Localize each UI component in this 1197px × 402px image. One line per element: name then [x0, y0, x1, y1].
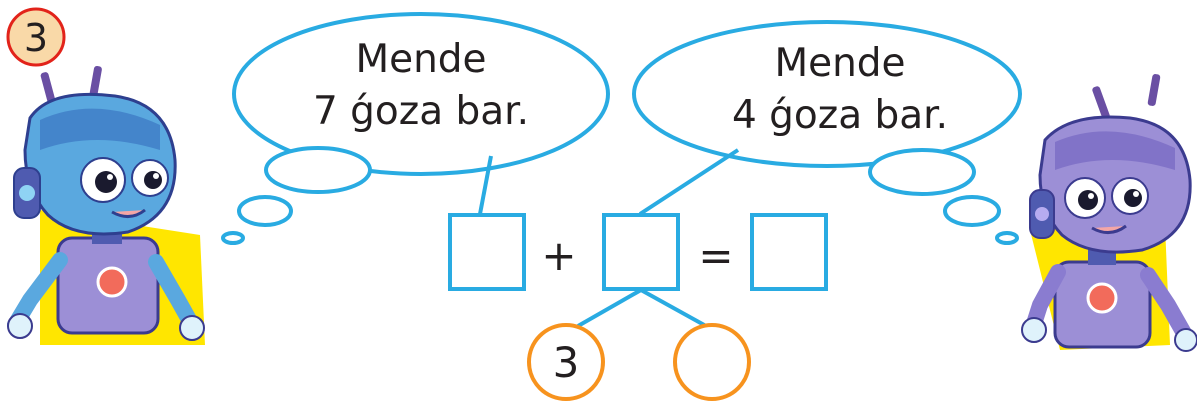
split-circle-left-value: 3 [553, 338, 580, 387]
bubble-left-line1: Mende [355, 37, 486, 82]
split-line-right [640, 288, 707, 328]
connector-right [638, 148, 740, 216]
answer-box-second-addend[interactable] [602, 213, 680, 291]
exercise-number: 3 [24, 16, 48, 60]
bubble-right-line1: Mende [774, 41, 905, 86]
robot-right-illustration [1021, 74, 1197, 352]
thought-bubble-left: Mende 7 ǵoza bar. [221, 12, 610, 245]
connector-left [478, 155, 493, 215]
plus-sign: + [541, 231, 576, 280]
answer-box-first-addend[interactable] [448, 213, 526, 291]
bubble-right-line2: 4 ǵoza bar. [732, 93, 948, 138]
split-line-left [577, 288, 642, 328]
split-circle-right[interactable] [673, 323, 751, 401]
exercise-number-badge: 3 [6, 7, 66, 67]
equals-sign: = [698, 231, 733, 280]
answer-box-sum[interactable] [750, 213, 828, 291]
thought-bubble-right: Mende 4 ǵoza bar. [632, 20, 1022, 245]
bubble-left-line2: 7 ǵoza bar. [313, 89, 529, 134]
robot-left-illustration [7, 65, 205, 345]
split-circle-left [527, 323, 605, 401]
